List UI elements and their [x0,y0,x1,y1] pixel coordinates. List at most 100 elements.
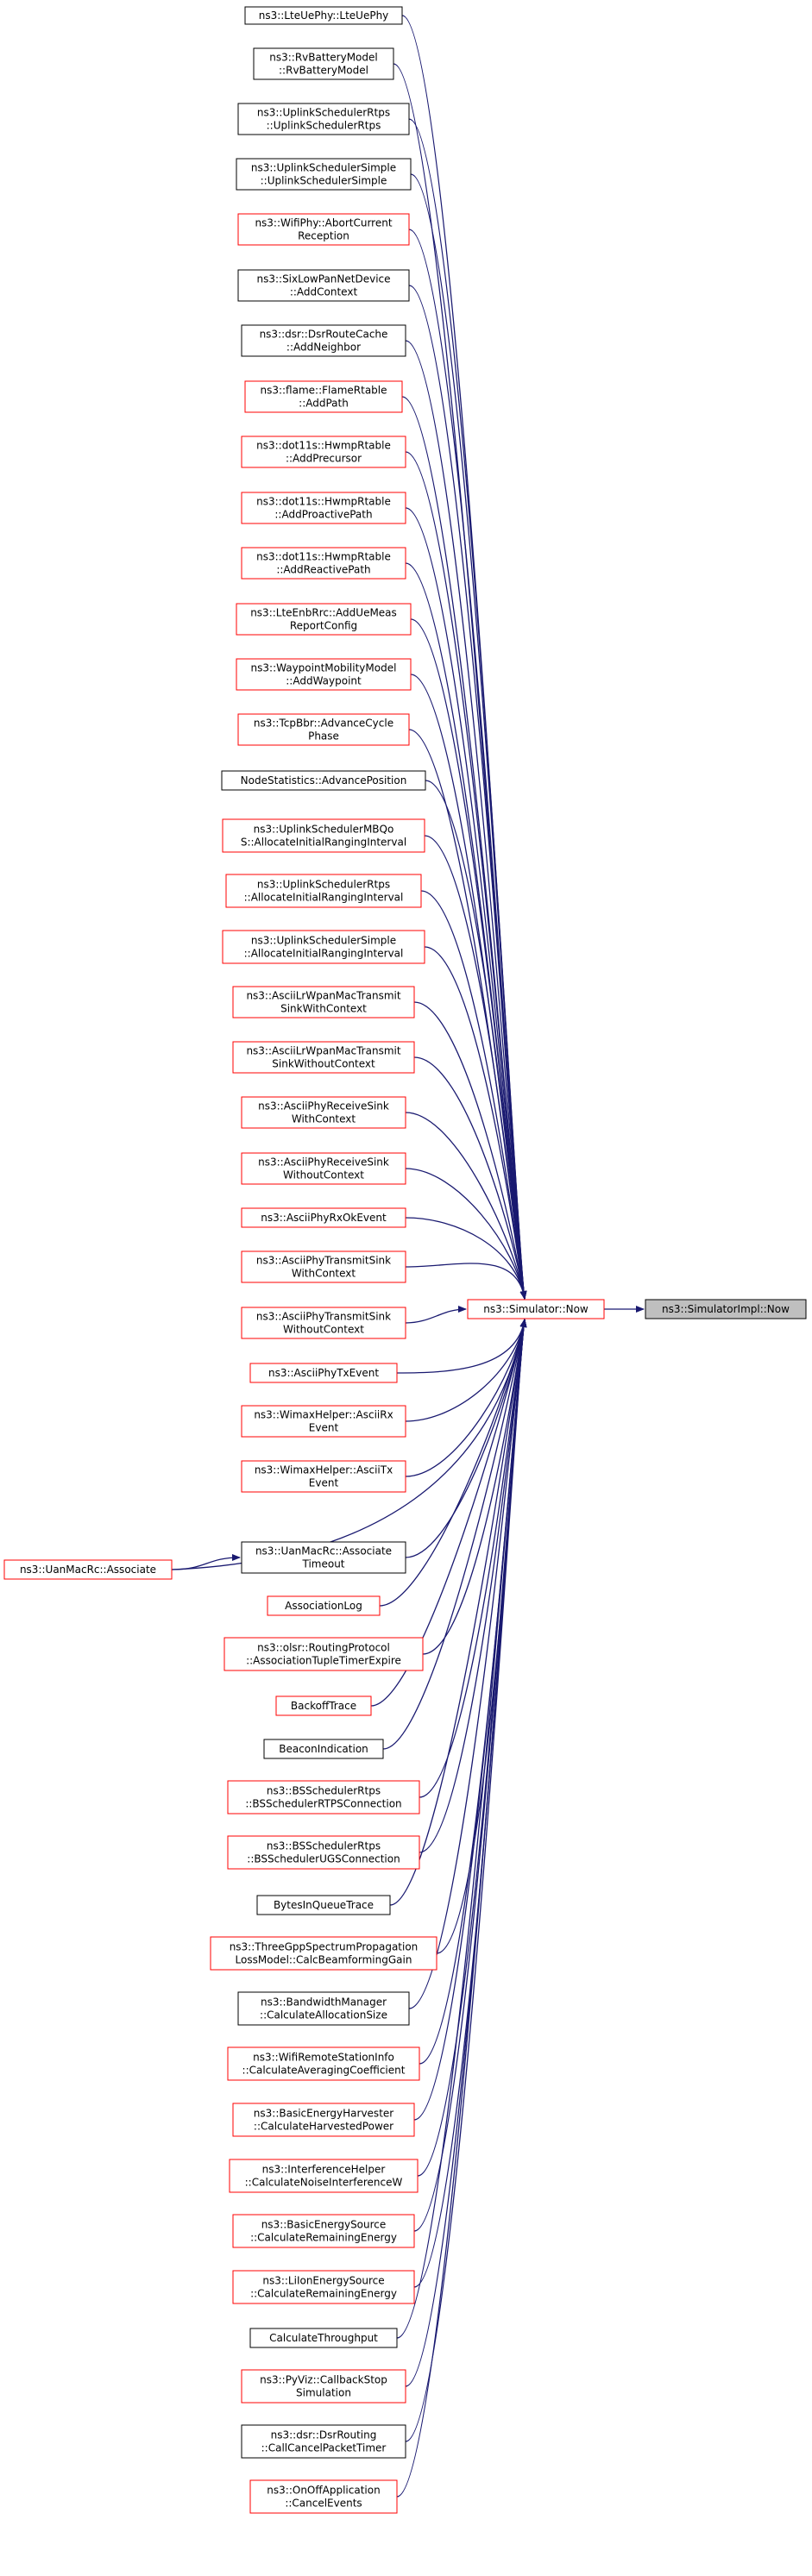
graph-node-n43[interactable]: CalculateThroughput [249,2328,398,2348]
node-label: ReportConfig [290,620,357,632]
graph-node-n17[interactable]: ns3::UplinkSchedulerSimple::AllocateInit… [222,930,425,964]
graph-node-n34[interactable]: ns3::BSSchedulerRtps::BSSchedulerUGSConn… [227,1835,420,1870]
graph-node-target[interactable]: ns3::SimulatorImpl::Now [645,1299,807,1319]
node-box [237,103,410,135]
node-box [232,986,415,1018]
node-label: ns3::BandwidthManager [261,1996,387,2009]
graph-node-n9[interactable]: ns3::dot11s::HwmpRtable::AddProactivePat… [241,492,406,524]
node-layer: ns3::LteUePhy::LteUePhyns3::RvBatteryMod… [3,6,807,2514]
node-label: ns3::AsciiPhyReceiveSink [258,1156,389,1169]
node-box [241,1460,406,1493]
node-box [241,1405,406,1438]
graph-node-n5[interactable]: ns3::SixLowPanNetDevice::AddContext [237,269,410,302]
node-label: ns3::AsciiPhyTransmitSink [256,1311,391,1323]
node-label: Event [309,1422,339,1434]
graph-node-n37[interactable]: ns3::BandwidthManager::CalculateAllocati… [237,1991,410,2026]
graph-node-n45[interactable]: ns3::dsr::DsrRouting::CallCancelPacketTi… [241,2424,406,2459]
node-box [244,380,403,413]
node-label: ::BSSchedulerUGSConnection [247,1853,400,1865]
graph-node-n0[interactable]: ns3::LteUePhy::LteUePhy [244,6,403,25]
node-box [645,1299,807,1319]
edge-n43-to-hub [396,1319,527,2339]
graph-node-n19[interactable]: ns3::AsciiLrWpanMacTransmitSinkWithoutCo… [232,1041,415,1074]
graph-node-n10[interactable]: ns3::dot11s::HwmpRtable::AddReactivePath [241,547,406,580]
node-label: SinkWithContext [280,1003,367,1015]
graph-node-n25[interactable]: ns3::AsciiPhyTxEvent [249,1363,398,1383]
node-label: ::RvBatteryModel [279,65,368,77]
node-label: ::AddReactivePath [276,564,370,576]
node-label: ::AddContext [290,286,358,298]
node-box [232,1041,415,1074]
node-box [241,1096,406,1129]
node-label: ns3::AsciiPhyTransmitSink [256,1255,391,1267]
node-label: ns3::UplinkSchedulerSimple [251,935,396,947]
node-label: ns3::olsr::RoutingProtocol [257,1642,390,1654]
graph-node-hub[interactable]: ns3::Simulator::Now [467,1299,605,1319]
graph-node-n41[interactable]: ns3::BasicEnergySource::CalculateRemaini… [232,2214,415,2248]
graph-node-n3[interactable]: ns3::UplinkSchedulerSimple::UplinkSchedu… [236,158,412,191]
node-label: ns3::WimaxHelper::AsciiTx [255,1464,393,1476]
edge-n21-to-hub [405,1168,527,1300]
node-label: WithoutContext [283,1324,364,1336]
node-box [241,547,406,580]
node-box [249,1363,398,1383]
node-label: ::BSSchedulerRTPSConnection [245,1798,401,1810]
graph-node-n38[interactable]: ns3::WifiRemoteStationInfo::CalculateAve… [227,2046,420,2081]
node-box [237,713,410,746]
node-label: Reception [298,230,349,242]
graph-node-n31[interactable]: BackoffTrace [275,1695,372,1716]
node-box [236,158,412,191]
node-label: BeaconIndication [279,1743,368,1755]
graph-node-uanmacrc-associate[interactable]: ns3::UanMacRc::Associate [3,1559,173,1580]
graph-node-n35[interactable]: BytesInQueueTrace [256,1895,391,1915]
node-box [275,1695,372,1716]
node-label: ns3::AsciiLrWpanMacTransmit [246,990,400,1002]
edge-side-to-hub [171,1319,527,1570]
graph-node-n22[interactable]: ns3::AsciiPhyRxOkEvent [241,1207,406,1228]
graph-node-n30[interactable]: ns3::olsr::RoutingProtocol::AssociationT… [223,1637,424,1671]
graph-node-n29[interactable]: AssociationLog [267,1595,381,1616]
node-label: ::CalculateRemainingEnergy [250,2232,397,2244]
graph-node-n42[interactable]: ns3::LiIonEnergySource::CalculateRemaini… [232,2270,415,2304]
graph-node-n14[interactable]: NodeStatistics::AdvancePosition [221,770,426,791]
node-label: AssociationLog [285,1600,362,1612]
graph-node-n16[interactable]: ns3::UplinkSchedulerRtps::AllocateInitia… [225,874,422,908]
node-box [241,436,406,468]
edge-n15-to-hub [424,835,527,1300]
graph-node-n2[interactable]: ns3::UplinkSchedulerRtps::UplinkSchedule… [237,103,410,135]
edge-n34-to-hub [419,1319,527,1853]
graph-node-n18[interactable]: ns3::AsciiLrWpanMacTransmitSinkWithConte… [232,986,415,1018]
graph-node-n1[interactable]: ns3::RvBatteryModel::RvBatteryModel [253,47,394,80]
node-box [227,1780,420,1814]
graph-node-n12[interactable]: ns3::WaypointMobilityModel::AddWaypoint [236,658,412,691]
edge-n35-to-hub [389,1319,527,1906]
graph-node-n15[interactable]: ns3::UplinkSchedulerMBQoS::AllocateIniti… [222,818,425,853]
graph-node-n6[interactable]: ns3::dsr::DsrRouteCache::AddNeighbor [241,324,406,357]
graph-node-n7[interactable]: ns3::flame::FlameRtable::AddPath [244,380,403,413]
graph-node-n33[interactable]: ns3::BSSchedulerRtps::BSSchedulerRTPSCon… [227,1780,420,1814]
node-box [241,2369,406,2404]
edge-n25-to-hub [396,1319,527,1374]
graph-node-n39[interactable]: ns3::BasicEnergyHarvester::CalculateHarv… [232,2103,415,2137]
graph-node-n40[interactable]: ns3::InterferenceHelper::CalculateNoiseI… [229,2159,419,2193]
node-label: ns3::LteEnbRrc::AddUeMeas [250,607,397,619]
graph-node-n46[interactable]: ns3::OnOffApplication::CancelEvents [249,2479,398,2514]
node-label: ns3::PyViz::CallbackStop [260,2374,387,2386]
graph-node-n8[interactable]: ns3::dot11s::HwmpRtable::AddPrecursor [241,436,406,468]
graph-node-n36[interactable]: ns3::ThreeGppSpectrumPropagationLossMode… [210,1936,437,1971]
node-label: ns3::OnOffApplication [267,2485,380,2497]
graph-node-n32[interactable]: BeaconIndication [263,1739,384,1759]
node-box [241,1207,406,1228]
node-box [241,1152,406,1185]
